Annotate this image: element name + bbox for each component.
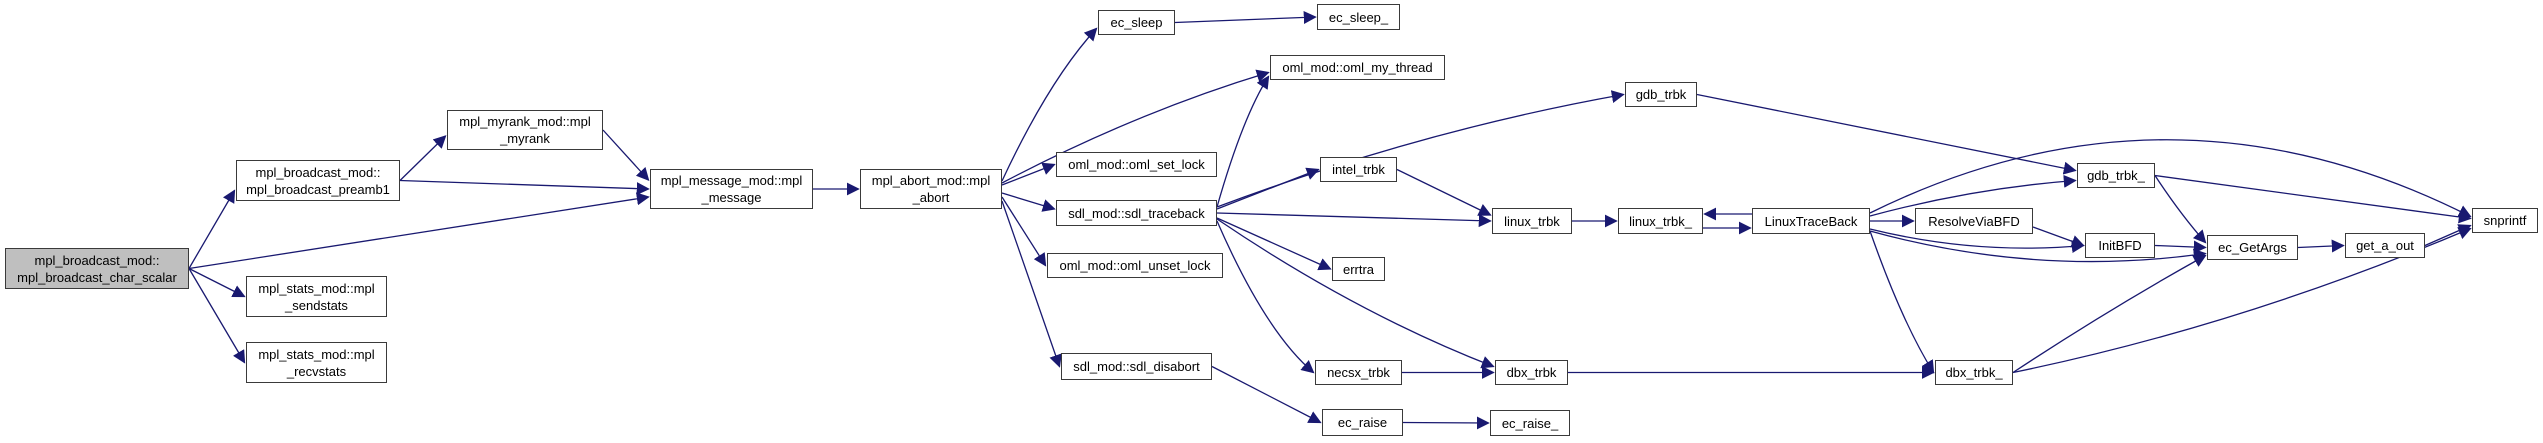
graph-node-ec_sleep_[interactable]: ec_sleep_ bbox=[1317, 4, 1400, 30]
edge-sdl_disabort-to-ec_raise bbox=[1211, 365, 1322, 424]
edge-mpl_broadcast_preamb1-to-mpl_message bbox=[399, 179, 650, 196]
graph-node-LinuxTraceBack[interactable]: LinuxTraceBack bbox=[1752, 208, 1870, 234]
graph-node-linux_trbk[interactable]: linux_trbk bbox=[1492, 208, 1572, 234]
graph-node-mpl_abort[interactable]: mpl_abort_mod::mpl _abort bbox=[860, 169, 1002, 209]
edge-gdb_trbk_-to-ec_GetArgs bbox=[2154, 175, 2207, 244]
edge-sdl_traceback-to-dbx_trbk bbox=[1216, 218, 1495, 369]
graph-node-necsx_trbk[interactable]: necsx_trbk bbox=[1315, 360, 1402, 385]
edge-gdb_trbk-to-gdb_trbk_ bbox=[1696, 93, 2077, 175]
edge-get_a_out-to-snprintf bbox=[2424, 224, 2472, 247]
edge-gdb_trbk_-to-snprintf bbox=[2154, 174, 2472, 224]
edge-LinuxTraceBack-to-snprintf bbox=[1869, 139, 2472, 218]
edge-ResolveViaBFD-to-InitBFD bbox=[2032, 226, 2085, 248]
graph-node-intel_trbk[interactable]: intel_trbk bbox=[1320, 157, 1397, 182]
edge-sdl_traceback-to-linux_trbk bbox=[1216, 212, 1492, 228]
edge-ec_raise-to-ec_raise_ bbox=[1402, 416, 1490, 430]
graph-node-mpl_sendstats[interactable]: mpl_stats_mod::mpl _sendstats bbox=[246, 276, 387, 317]
graph-node-sdl_disabort[interactable]: sdl_mod::sdl_disabort bbox=[1061, 353, 1212, 380]
edge-mpl_abort-to-sdl_traceback bbox=[1001, 192, 1056, 212]
edge-mpl_abort-to-oml_unset_lock bbox=[1001, 196, 1047, 267]
graph-node-mpl_message[interactable]: mpl_message_mod::mpl _message bbox=[650, 169, 813, 209]
graph-node-oml_set_lock[interactable]: oml_mod::oml_set_lock bbox=[1056, 152, 1217, 177]
graph-node-errtra[interactable]: errtra bbox=[1332, 257, 1385, 281]
graph-node-oml_unset_lock[interactable]: oml_mod::oml_unset_lock bbox=[1047, 253, 1223, 278]
graph-node-mpl_broadcast_char_scalar[interactable]: mpl_broadcast_mod:: mpl_broadcast_char_s… bbox=[5, 248, 189, 289]
edge-ec_sleep-to-ec_sleep_ bbox=[1174, 10, 1317, 24]
graph-node-dbx_trbk[interactable]: dbx_trbk bbox=[1495, 360, 1568, 385]
edge-mpl_abort-to-sdl_disabort bbox=[1001, 200, 1062, 368]
graph-node-sdl_traceback[interactable]: sdl_mod::sdl_traceback bbox=[1056, 200, 1217, 226]
edge-InitBFD-to-ec_GetArgs bbox=[2154, 240, 2207, 254]
graph-node-gdb_trbk[interactable]: gdb_trbk bbox=[1625, 82, 1697, 107]
edge-LinuxTraceBack-to-InitBFD bbox=[1869, 228, 2085, 254]
edge-mpl_broadcast_char_scalar-to-mpl_message bbox=[188, 192, 650, 270]
edge-mpl_abort-to-oml_set_lock bbox=[1001, 162, 1056, 186]
graph-node-mpl_broadcast_preamb1[interactable]: mpl_broadcast_mod:: mpl_broadcast_preamb… bbox=[236, 160, 400, 201]
edge-mpl_abort-to-oml_my_thread bbox=[1001, 69, 1270, 184]
graph-node-dbx_trbk_[interactable]: dbx_trbk_ bbox=[1935, 360, 2013, 385]
edge-sdl_traceback-to-oml_my_thread bbox=[1216, 75, 1270, 208]
graph-node-InitBFD[interactable]: InitBFD bbox=[2085, 233, 2155, 258]
graph-node-get_a_out[interactable]: get_a_out bbox=[2345, 233, 2425, 258]
graph-node-mpl_recvstats[interactable]: mpl_stats_mod::mpl _recvstats bbox=[246, 342, 387, 383]
graph-node-oml_my_thread[interactable]: oml_mod::oml_my_thread bbox=[1270, 55, 1445, 80]
edge-mpl_broadcast_char_scalar-to-mpl_sendstats bbox=[188, 267, 246, 298]
edge-mpl_abort-to-ec_sleep bbox=[1001, 27, 1098, 182]
graph-node-snprintf[interactable]: snprintf bbox=[2472, 208, 2538, 233]
graph-node-ec_raise[interactable]: ec_raise bbox=[1322, 409, 1403, 436]
graph-node-linux_trbk_[interactable]: linux_trbk_ bbox=[1618, 208, 1703, 234]
graph-node-mpl_myrank[interactable]: mpl_myrank_mod::mpl _myrank bbox=[447, 110, 603, 150]
edge-mpl_broadcast_char_scalar-to-mpl_recvstats bbox=[188, 268, 246, 364]
edge-ec_GetArgs-to-get_a_out bbox=[2297, 239, 2345, 253]
graph-node-ResolveViaBFD[interactable]: ResolveViaBFD bbox=[1915, 208, 2033, 234]
edge-sdl_traceback-to-necsx_trbk bbox=[1216, 220, 1315, 374]
edge-sdl_traceback-to-errtra bbox=[1216, 217, 1332, 271]
edge-LinuxTraceBack-to-dbx_trbk_ bbox=[1869, 230, 1935, 374]
graph-node-ec_sleep[interactable]: ec_sleep bbox=[1098, 10, 1175, 35]
edge-mpl_myrank-to-mpl_message bbox=[602, 129, 650, 181]
edge-intel_trbk-to-linux_trbk bbox=[1396, 168, 1492, 216]
edge-mpl_broadcast_preamb1-to-mpl_myrank bbox=[399, 135, 447, 181]
graph-node-ec_GetArgs[interactable]: ec_GetArgs bbox=[2207, 235, 2298, 260]
edge-LinuxTraceBack-to-gdb_trbk_ bbox=[1869, 174, 2077, 217]
graph-node-gdb_trbk_[interactable]: gdb_trbk_ bbox=[2077, 163, 2155, 188]
edge-sdl_traceback-to-gdb_trbk bbox=[1216, 90, 1625, 208]
graph-node-ec_raise_[interactable]: ec_raise_ bbox=[1490, 410, 1570, 436]
edge-mpl_broadcast_char_scalar-to-mpl_broadcast_preamb1 bbox=[188, 189, 236, 269]
edge-dbx_trbk_-to-ec_GetArgs bbox=[2012, 254, 2207, 374]
edge-LinuxTraceBack-to-ec_GetArgs bbox=[1869, 230, 2207, 263]
edge-sdl_traceback-to-intel_trbk bbox=[1216, 167, 1320, 210]
